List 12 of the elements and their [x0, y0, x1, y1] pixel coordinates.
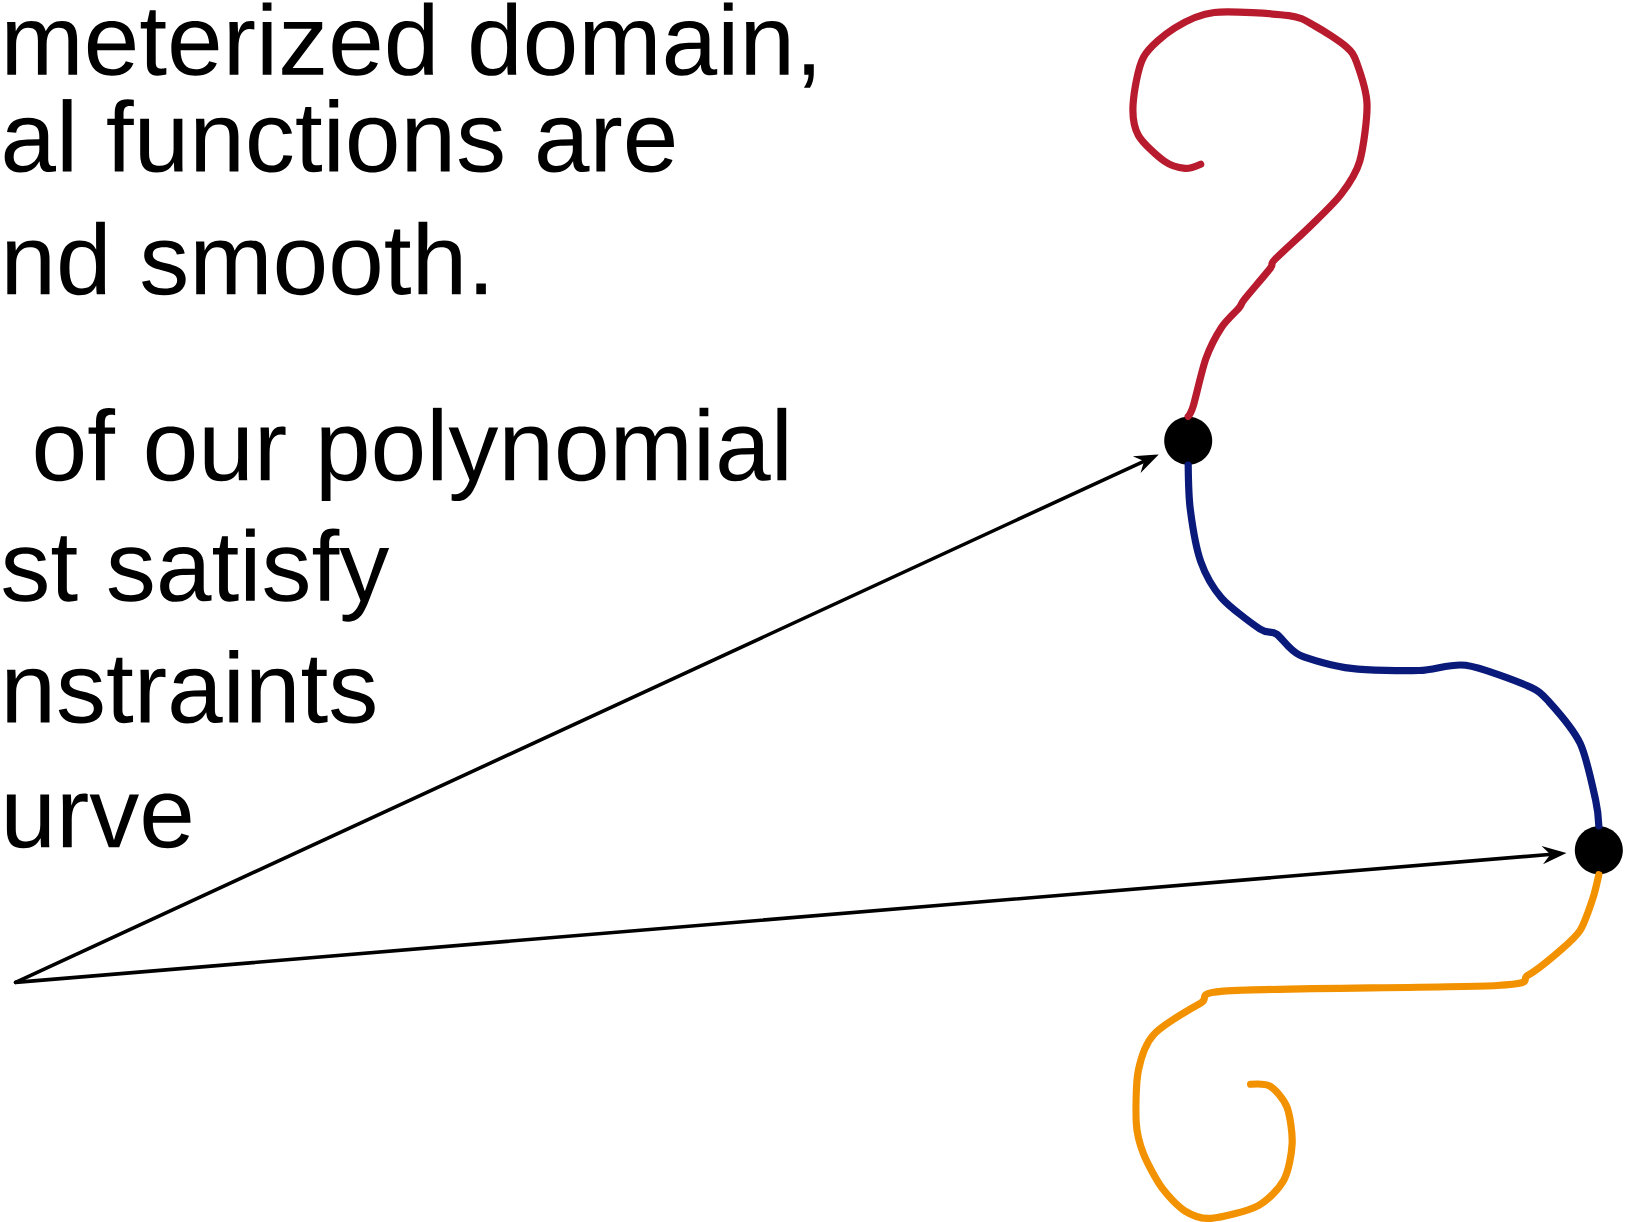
- text-line: st satisfy: [3, 528, 390, 622]
- curve-segment: [1184, 461, 1603, 830]
- text-line: al functions are: [4, 98, 674, 173]
- curve-segment: [1129, 8, 1371, 420]
- text-line: urve: [6, 793, 191, 848]
- curve-segment: [1132, 870, 1603, 1222]
- text-line: meterized domain,: [7, 2, 814, 88]
- text-line: of our polynomial: [35, 407, 787, 501]
- text-line: nstraints: [7, 649, 375, 724]
- point-dot: [1574, 826, 1623, 875]
- text-line: nd smooth.: [7, 221, 486, 295]
- point-dot: [1164, 416, 1213, 465]
